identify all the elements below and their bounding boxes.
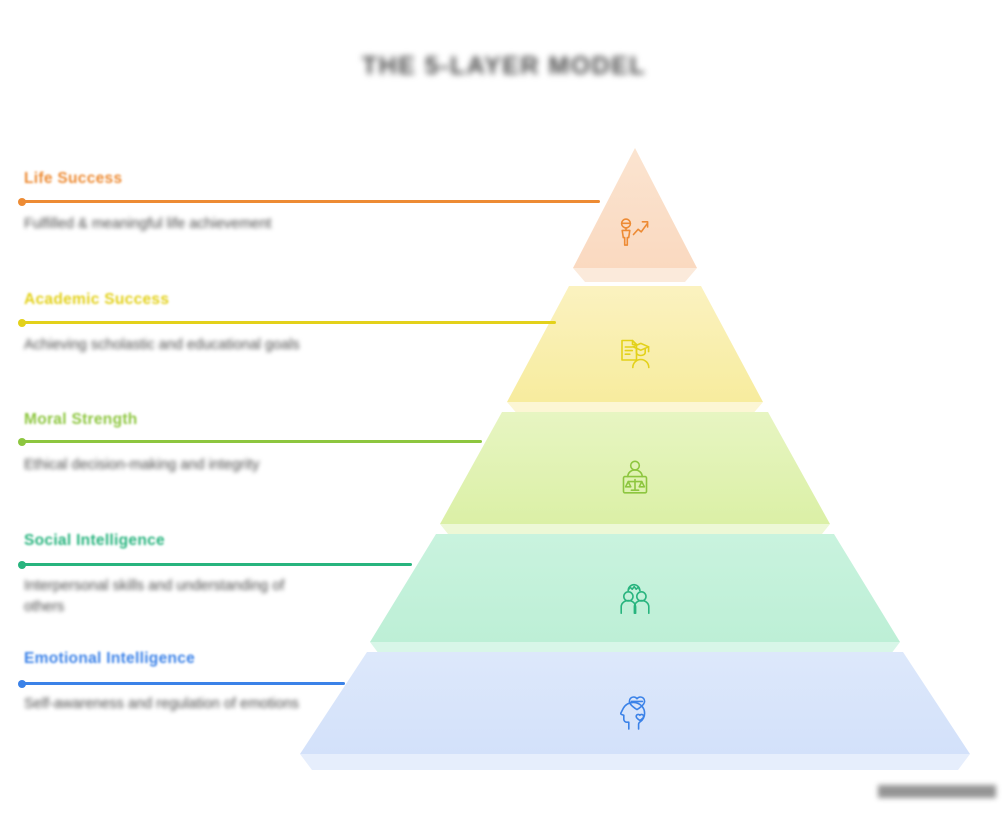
layer-shape-life-success <box>573 148 697 282</box>
pyramid-layer-academic-success[interactable] <box>300 286 970 416</box>
connector-line-moral-strength <box>22 440 482 443</box>
level-title-emotional-intelligence: Emotional Intelligence <box>24 650 196 667</box>
pyramid-layer-social-intelligence[interactable] <box>300 534 970 658</box>
level-title-social-intelligence: Social Intelligence <box>24 532 165 549</box>
pyramid-layer-moral-strength[interactable] <box>300 412 970 539</box>
connector-line-academic-success <box>22 321 556 324</box>
pyramid-diagram <box>300 140 970 770</box>
watermark <box>878 785 996 798</box>
connector-line-social-intelligence <box>22 563 412 566</box>
person-growth-arrow-icon <box>613 210 657 254</box>
graduate-document-icon <box>613 332 657 376</box>
pyramid-layer-life-success[interactable] <box>300 148 970 282</box>
connector-dot-emotional-intelligence <box>18 679 26 688</box>
level-description-life-success: Fulfilled & meaningful life achievement <box>24 216 272 232</box>
level-title-life-success: Life Success <box>24 170 123 187</box>
level-description-emotional-intelligence: Self-awareness and regulation of emotion… <box>24 696 299 712</box>
connector-dot-life-success <box>18 197 26 206</box>
connector-line-emotional-intelligence <box>22 682 345 685</box>
connector-line-life-success <box>22 200 600 203</box>
connector-dot-social-intelligence <box>18 560 26 569</box>
level-description-social-intelligence: Interpersonal skills and understanding o… <box>24 578 285 616</box>
connector-dot-academic-success <box>18 318 26 327</box>
justice-scales-person-icon <box>613 457 657 501</box>
level-title-academic-success: Academic Success <box>24 291 170 308</box>
layer-base-emotional-intelligence <box>300 754 970 770</box>
head-heart-empathy-icon <box>613 693 657 737</box>
two-people-group-icon <box>613 577 657 621</box>
layer-base-life-success <box>573 268 697 282</box>
level-description-moral-strength: Ethical decision-making and integrity <box>24 457 260 473</box>
pyramid-layer-emotional-intelligence[interactable] <box>300 652 970 770</box>
level-title-moral-strength: Moral Strength <box>24 411 138 428</box>
connector-dot-moral-strength <box>18 437 26 446</box>
level-description-academic-success: Achieving scholastic and educational goa… <box>24 337 300 353</box>
page-title: THE 5-LAYER MODEL <box>361 52 647 80</box>
